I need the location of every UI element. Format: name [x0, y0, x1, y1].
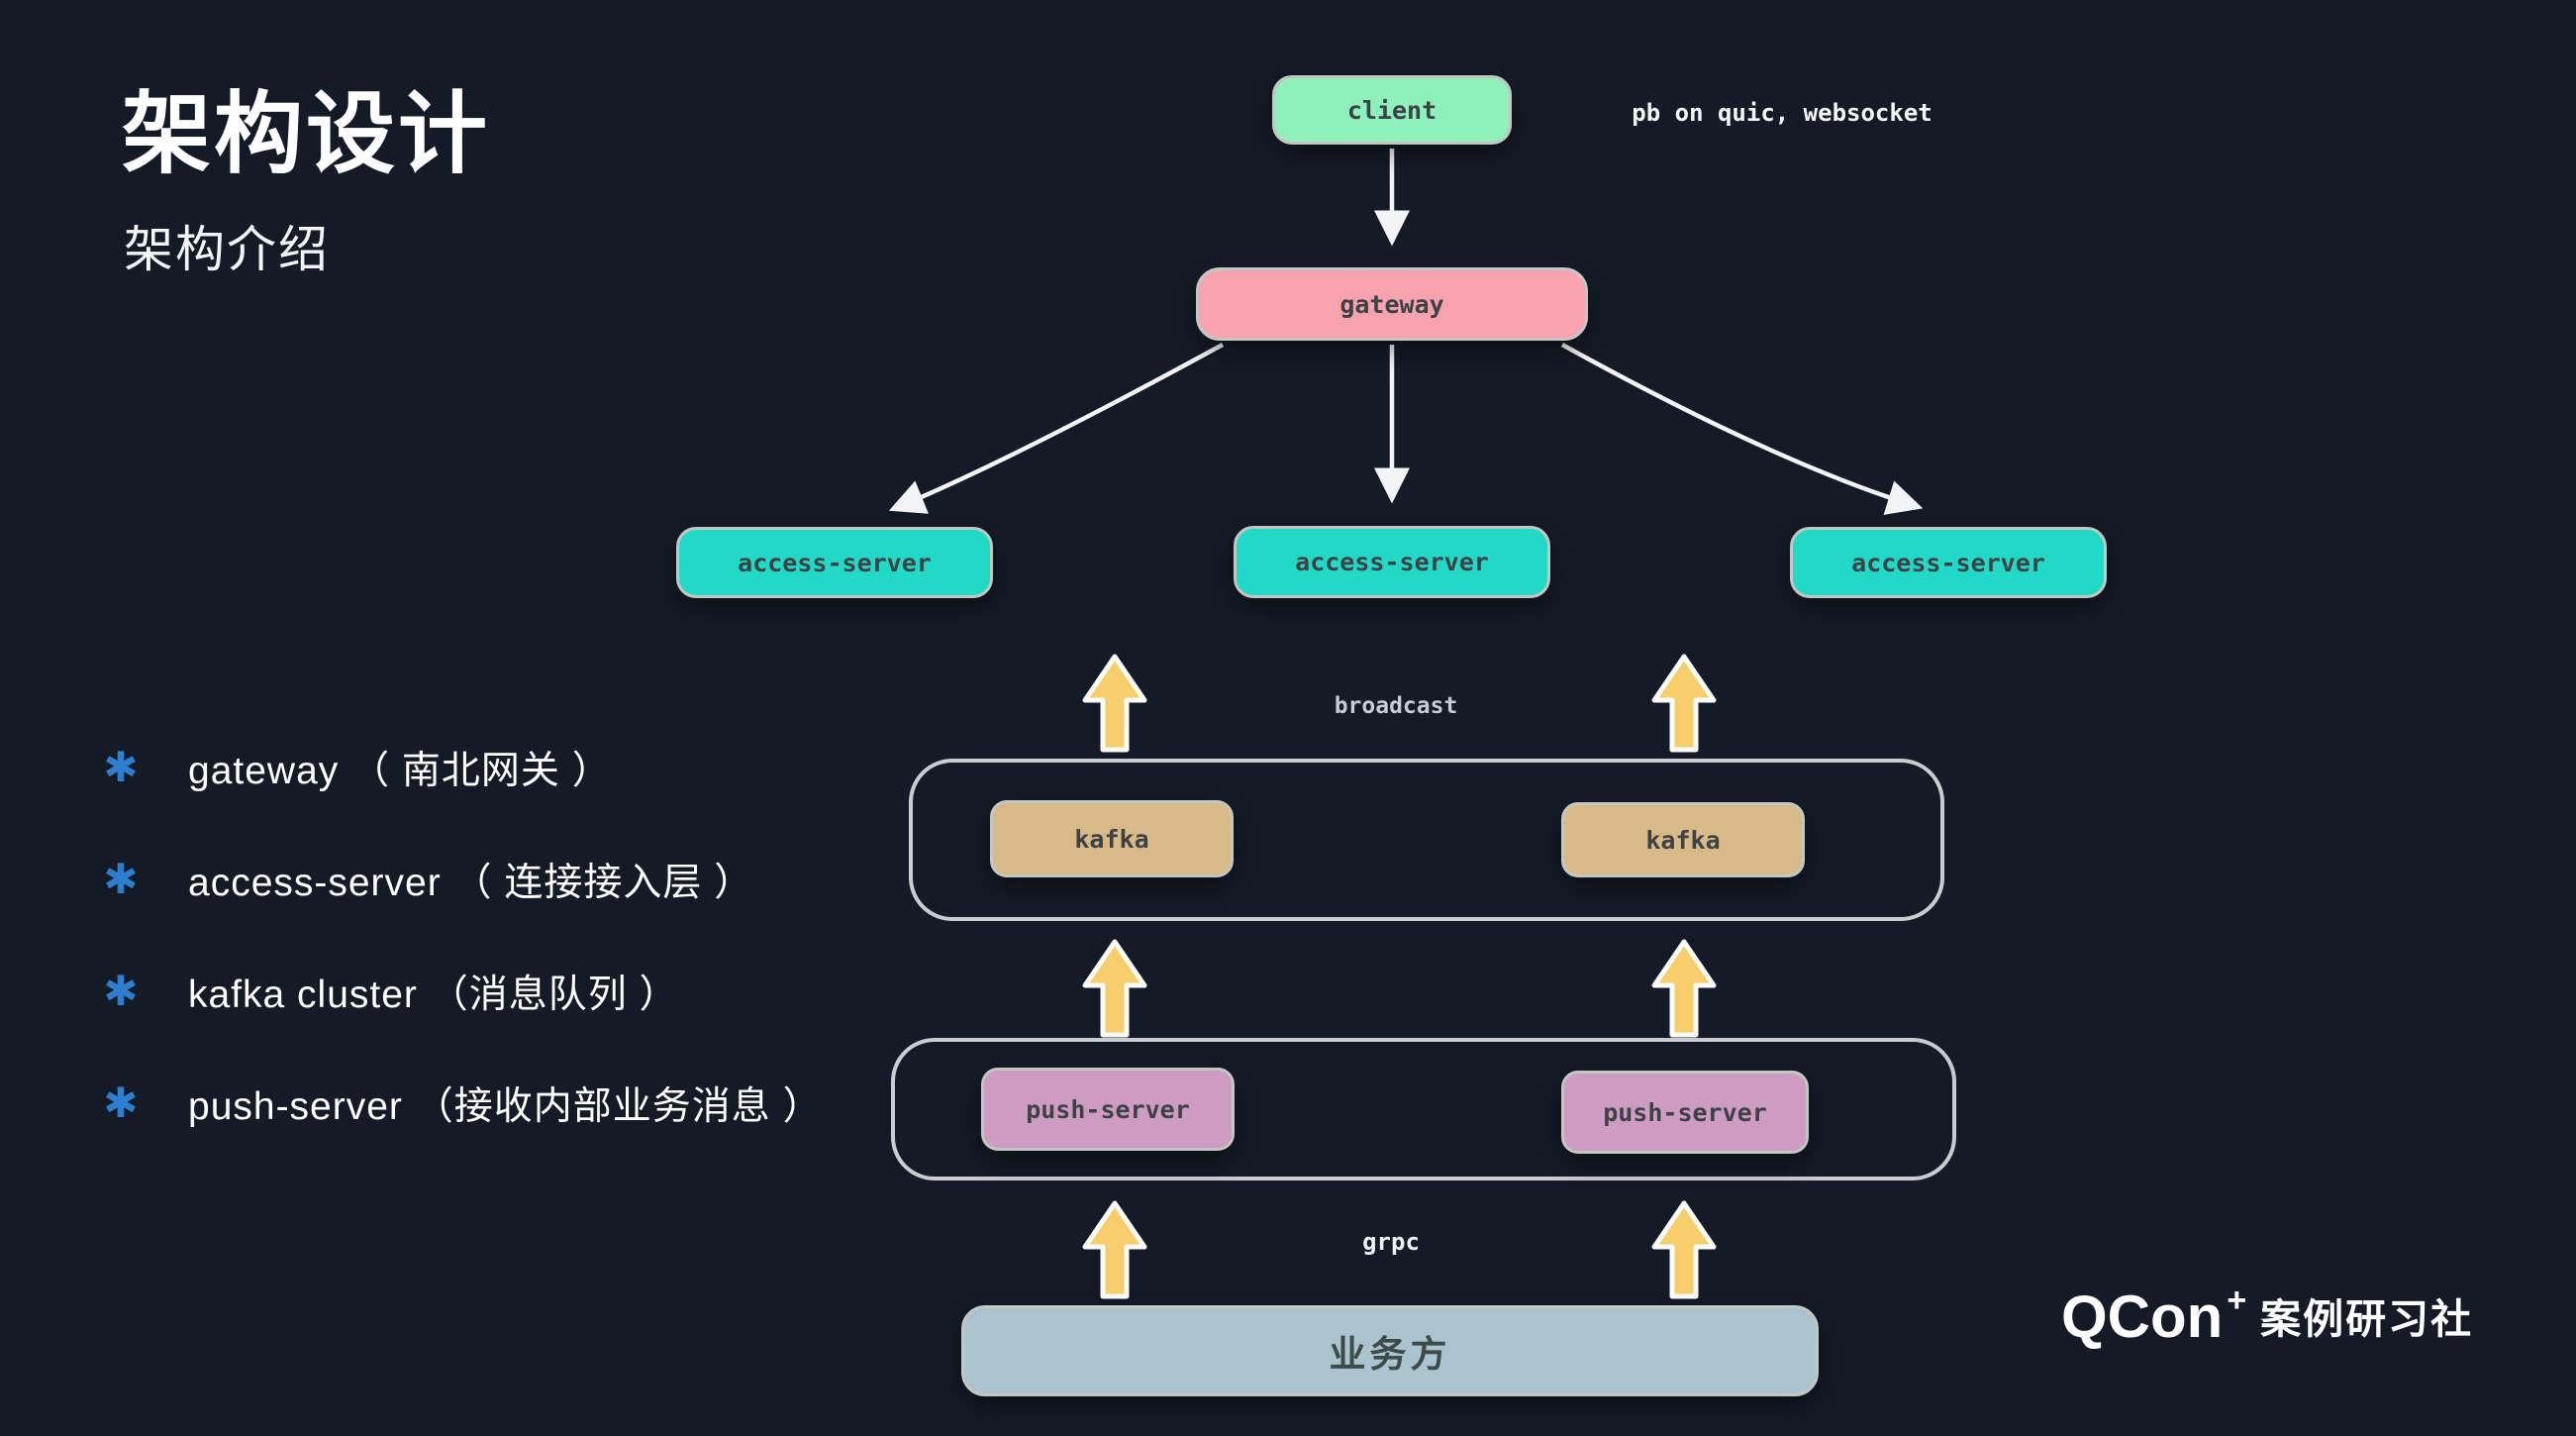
- up-arrow-icon: [1079, 654, 1150, 753]
- page-title: 架构设计: [122, 85, 490, 184]
- node-kafka-right: kafka: [1561, 802, 1805, 877]
- bullet-text: access-server （ 连接接入层 ）: [188, 862, 754, 904]
- node-push-server-right: push-server: [1561, 1071, 1809, 1154]
- arrow-gateway-to-access-right: [1560, 343, 1924, 515]
- bullet-asterisk-icon: ✱: [103, 856, 139, 902]
- qcon-logo-plus-icon: +: [2227, 1282, 2247, 1319]
- grpc-label: grpc: [1362, 1228, 1420, 1256]
- protocol-label: pb on quic, websocket: [1632, 99, 1932, 127]
- bullet-text: kafka cluster （消息队列 ）: [188, 974, 679, 1016]
- bullet-asterisk-icon: ✱: [103, 1079, 139, 1126]
- up-arrow-icon: [1648, 939, 1720, 1038]
- bullet-asterisk-icon: ✱: [103, 744, 139, 790]
- page-subtitle: 架构介绍: [124, 222, 330, 277]
- bullet-item-kafka-cluster: ✱ kafka cluster （消息队列 ）: [99, 961, 679, 1022]
- qcon-logo-suffix: 案例研习社: [2260, 1296, 2474, 1342]
- qcon-logo-brand: QCon: [2061, 1283, 2224, 1350]
- node-push-server-left: push-server: [981, 1068, 1235, 1151]
- push-server-cluster-container: [891, 1038, 1956, 1180]
- up-arrow-icon: [1648, 1200, 1720, 1299]
- up-arrow-icon: [1079, 1200, 1150, 1299]
- node-gateway: gateway: [1196, 267, 1588, 341]
- node-business: 业务方: [961, 1305, 1819, 1396]
- kafka-cluster-container: [909, 759, 1944, 921]
- up-arrow-icon: [1079, 939, 1150, 1038]
- bullet-item-push-server: ✱ push-server （接收内部业务消息 ）: [99, 1073, 823, 1134]
- bullet-asterisk-icon: ✱: [103, 968, 139, 1014]
- arrow-gateway-to-access-left: [888, 343, 1225, 514]
- node-access-server-middle: access-server: [1234, 526, 1550, 598]
- broadcast-label: broadcast: [1334, 693, 1458, 719]
- bullet-item-gateway: ✱ gateway （ 南北网关 ）: [99, 737, 612, 798]
- node-kafka-left: kafka: [990, 800, 1234, 877]
- bullet-text: gateway （ 南北网关 ）: [188, 750, 612, 792]
- node-access-server-left: access-server: [676, 527, 993, 598]
- node-client: client: [1272, 75, 1512, 145]
- bullet-text: push-server （接收内部业务消息 ）: [188, 1085, 823, 1128]
- qcon-logo: QCon + 案例研习社: [2061, 1283, 2474, 1350]
- node-access-server-right: access-server: [1790, 527, 2107, 598]
- bullet-item-access-server: ✱ access-server （ 连接接入层 ）: [99, 849, 753, 910]
- up-arrow-icon: [1648, 654, 1720, 753]
